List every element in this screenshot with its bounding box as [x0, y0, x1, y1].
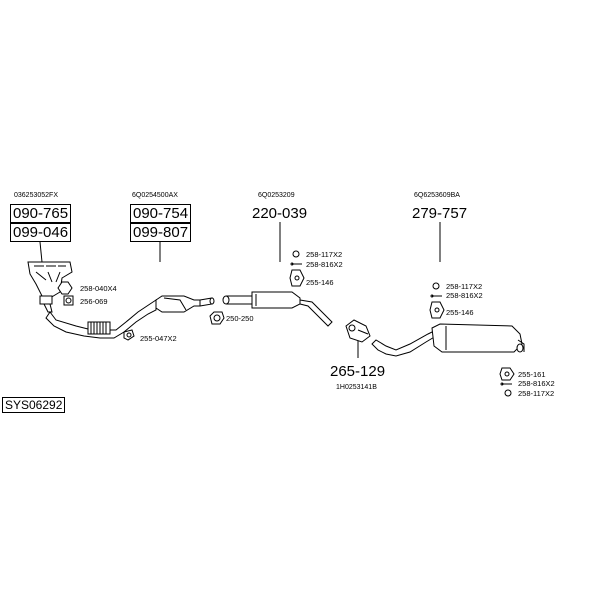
part-code-clamp[interactable]: 265-129 [330, 363, 386, 380]
part-label-bolt[interactable]: 258-816X2 [306, 260, 343, 269]
washer-icon [432, 282, 440, 290]
system-id-label: SYS06292 [2, 397, 66, 413]
part-label-gasket[interactable]: 256-069 [80, 297, 108, 306]
part-label-bolt[interactable]: 258-816X2 [518, 379, 555, 388]
rear-silencer [371, 323, 525, 357]
part-label-washer[interactable]: 258-117X2 [306, 250, 343, 259]
catalytic-converter [155, 295, 215, 313]
washer-icon [504, 389, 512, 397]
rubber-mount-icon [123, 329, 135, 341]
part-label-washer[interactable]: 258-117X2 [446, 282, 483, 291]
oem-number-rear: 6Q6253609BA [414, 192, 460, 199]
washer-icon [292, 250, 300, 258]
gasket-icon [63, 295, 74, 306]
part-code-manifold-1[interactable]: 090-765 [10, 204, 72, 223]
part-label-bolt[interactable]: 258-816X2 [446, 291, 483, 300]
part-label-washer[interactable]: 258-117X2 [518, 389, 555, 398]
exhaust-manifold [27, 261, 73, 313]
clamp-part [345, 319, 371, 343]
part-label-hanger[interactable]: 255-146 [306, 278, 334, 287]
front-pipe [45, 299, 157, 339]
part-label-nut[interactable]: 258-040X4 [80, 284, 117, 293]
gasket-inner-icon [65, 297, 72, 304]
bolt-icon [290, 262, 302, 266]
bolt-icon [500, 382, 512, 386]
hanger-rubber-icon [499, 367, 515, 381]
leader-line-manifold [39, 241, 43, 263]
hanger-rubber-icon [429, 301, 445, 319]
part-label-clamp-ring[interactable]: 250-250 [226, 314, 254, 323]
oem-number-front-pipe: 6Q0254500AX [132, 192, 178, 199]
bolt-icon [430, 294, 442, 298]
oem-number-middle: 6Q0253209 [258, 192, 295, 199]
part-code-rear[interactable]: 279-757 [412, 205, 468, 222]
part-label-hanger[interactable]: 255-161 [518, 370, 546, 379]
part-code-manifold-2[interactable]: 099-046 [10, 223, 72, 242]
part-label-hanger[interactable]: 255-146 [446, 308, 474, 317]
oem-number-clamp: 1H0253141B [336, 384, 377, 391]
clamp-ring-icon [209, 311, 225, 325]
hanger-rubber-icon [289, 269, 305, 287]
part-code-front-pipe-2[interactable]: 099-807 [130, 223, 192, 242]
part-code-middle[interactable]: 220-039 [252, 205, 308, 222]
part-code-front-pipe-1[interactable]: 090-754 [130, 204, 192, 223]
middle-silencer [222, 291, 333, 327]
part-label-rubber-mount[interactable]: 255-047X2 [140, 334, 177, 343]
oem-number-manifold: 036253052FX [14, 192, 58, 199]
nut-icon [57, 281, 73, 295]
